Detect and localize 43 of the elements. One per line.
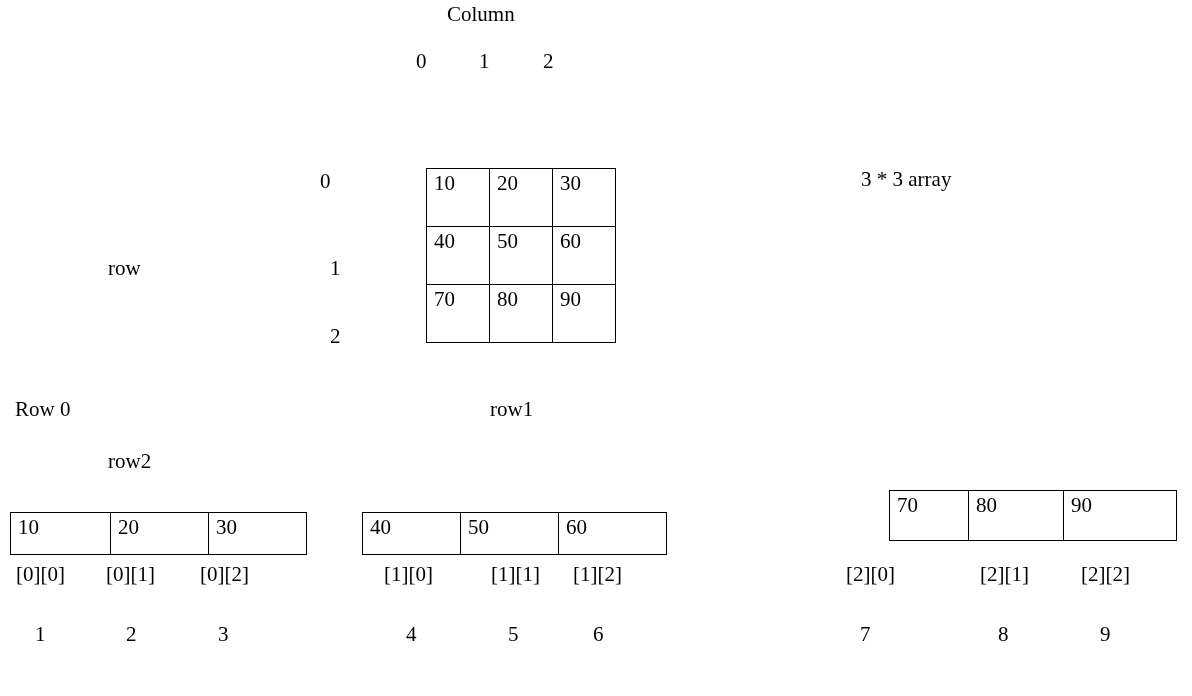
position-number: 5 — [508, 621, 519, 647]
table-cell: 50 — [460, 512, 559, 555]
position-number: 1 — [35, 621, 46, 647]
table-cell: 30 — [208, 512, 307, 555]
index-label: [0][1] — [106, 561, 155, 587]
index-label: [2][2] — [1081, 561, 1130, 587]
index-label: [1][1] — [491, 561, 540, 587]
index-label: [0][2] — [200, 561, 249, 587]
table-cell: 20 — [110, 512, 209, 555]
array-caption: 3 * 3 array — [861, 166, 952, 192]
position-number: 4 — [406, 621, 417, 647]
row-index: 2 — [330, 323, 341, 349]
position-number: 2 — [126, 621, 137, 647]
index-label: [1][2] — [573, 561, 622, 587]
table-cell: 10 — [426, 168, 490, 227]
table-cell: 40 — [362, 512, 461, 555]
index-label: [1][0] — [384, 561, 433, 587]
row-caption: row1 — [490, 396, 534, 422]
column-index: 0 — [416, 48, 427, 74]
table-cell: 30 — [552, 168, 616, 227]
column-index: 2 — [543, 48, 554, 74]
table-cell: 60 — [558, 512, 667, 555]
table-cell: 10 — [10, 512, 111, 555]
position-number: 7 — [860, 621, 871, 647]
row-index: 0 — [320, 168, 331, 194]
row-caption: row2 — [108, 448, 152, 474]
row-caption: Row 0 — [15, 396, 71, 422]
axis-title: Column — [447, 1, 515, 27]
table-cell: 90 — [1063, 490, 1177, 541]
index-label: [2][1] — [980, 561, 1029, 587]
table-cell: 90 — [552, 284, 616, 343]
table-cell: 70 — [889, 490, 969, 541]
axis-title: row — [108, 255, 141, 281]
table-cell: 80 — [968, 490, 1064, 541]
column-index: 1 — [479, 48, 490, 74]
position-number: 3 — [218, 621, 229, 647]
table-cell: 70 — [426, 284, 490, 343]
position-number: 8 — [998, 621, 1009, 647]
index-label: [0][0] — [16, 561, 65, 587]
row-index: 1 — [330, 255, 341, 281]
index-label: [2][0] — [846, 561, 895, 587]
position-number: 9 — [1100, 621, 1111, 647]
position-number: 6 — [593, 621, 604, 647]
